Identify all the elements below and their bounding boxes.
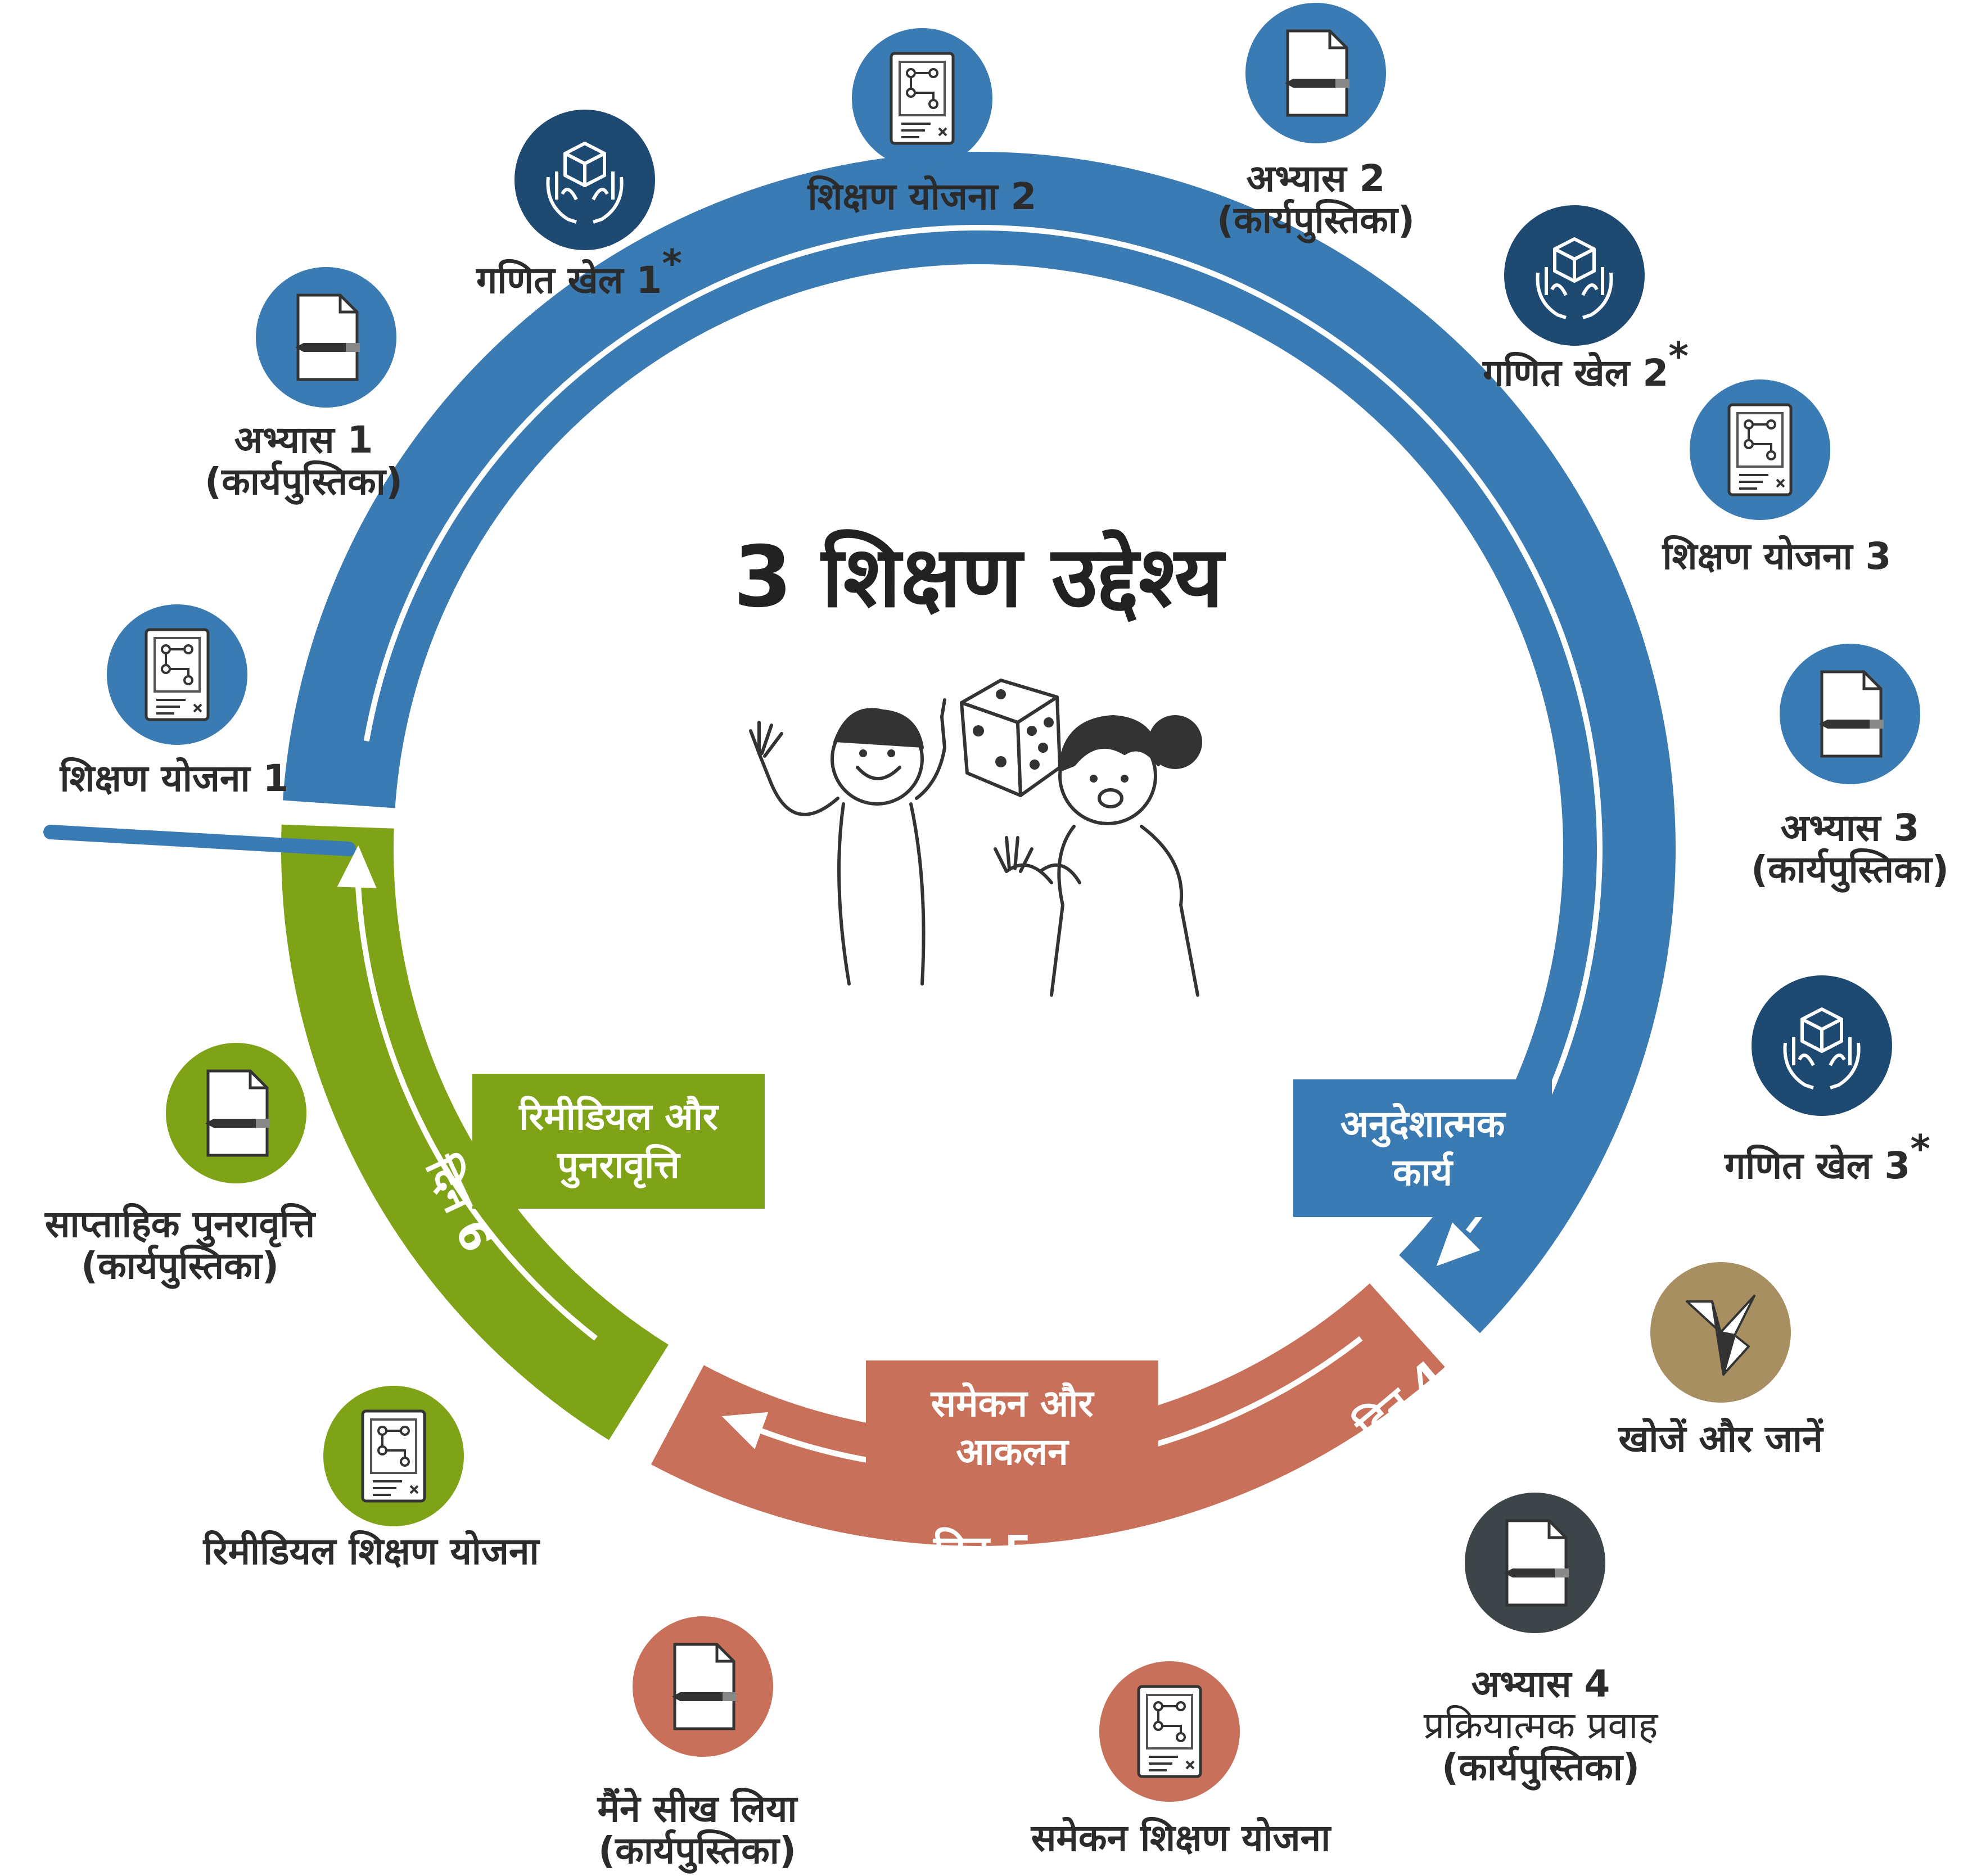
- day-5-label: दिन 5: [933, 1527, 1033, 1575]
- activity-title: गणित खेल 2*: [1483, 334, 1689, 395]
- math-game-icon: [1752, 975, 1892, 1116]
- math-game-icon: [1504, 205, 1645, 346]
- activity-title: रिमीडियल शिक्षण योजना: [203, 1530, 539, 1574]
- activity-title: साप्ताहिक पुनरावृत्ति: [44, 1203, 315, 1246]
- start-line: [43, 825, 356, 856]
- activity-subtitle: (कार्यपुस्तिका): [1441, 1745, 1640, 1789]
- remedial-inner-line: [354, 870, 598, 1341]
- math-game-2-label: गणित खेल 2*: [1483, 334, 1689, 395]
- practice-1-label: अभ्यास 1(कार्यपुस्तिका): [205, 419, 403, 503]
- activity-subtitle: (कार्यपुस्तिका): [598, 1829, 797, 1872]
- lesson-plan-icon: [107, 604, 247, 745]
- day-5-arrow: [721, 1412, 769, 1449]
- activity-title: अभ्यास 3: [1780, 806, 1920, 850]
- optional-marker: *: [1910, 1127, 1930, 1172]
- worksheet-icon: [1780, 644, 1920, 784]
- math-game-3-label: गणित खेल 3*: [1725, 1127, 1930, 1188]
- consolidation-ring-band: [651, 1283, 1445, 1546]
- lesson-plan-1-label: शिक्षण योजना 1: [60, 758, 289, 799]
- consolidation-phase-label: समेकन और आकलन: [931, 1382, 1094, 1473]
- consolidation-plan-label: समेकन शिक्षण योजना: [1031, 1818, 1330, 1859]
- activity-title: अभ्यास 2: [1246, 157, 1385, 201]
- remedial-phase-box: रिमीडियल और पुनरावृत्ति: [472, 1074, 765, 1209]
- diagram-title: 3 शिक्षण उद्देश्य: [733, 528, 1224, 626]
- explore-label: खोजें और जानें: [1618, 1418, 1822, 1460]
- activity-title: मैंने सीख लिया: [597, 1787, 797, 1831]
- instructional-inner-line: [363, 225, 1603, 1233]
- worksheet-icon: [1465, 1493, 1605, 1633]
- lesson-plan-icon: [1690, 379, 1830, 520]
- instructional-phase-label: अनुदेशात्मक कार्य: [1340, 1102, 1505, 1194]
- practice-3-label: अभ्यास 3(कार्यपुस्तिका): [1751, 807, 1949, 890]
- remedial-plan-label: रिमीडियल शिक्षण योजना: [203, 1531, 539, 1572]
- origami-bird-icon: [1650, 1262, 1791, 1403]
- day-4-arrow: [1436, 1222, 1481, 1267]
- lesson-plan-2-label: शिक्षण योजना 2: [808, 176, 1037, 218]
- activity-title: गणित खेल 1*: [476, 241, 682, 302]
- activity-title: अभ्यास 4: [1471, 1662, 1610, 1706]
- activity-title: खोजें और जानें: [1618, 1417, 1823, 1461]
- worksheet-icon: [1245, 3, 1386, 143]
- activity-subtitle: (कार्यपुस्तिका): [80, 1244, 279, 1287]
- optional-marker: *: [662, 241, 682, 286]
- consolidation-phase-box: समेकन और आकलन: [866, 1360, 1158, 1495]
- day-6-arrow: [337, 845, 377, 888]
- practice-2-label: अभ्यास 2(कार्यपुस्तिका): [1217, 158, 1415, 241]
- activity-subtitle: (कार्यपुस्तिका): [1216, 198, 1415, 242]
- activity-title: शिक्षण योजना 2: [807, 175, 1037, 219]
- activity-title: शिक्षण योजना 1: [60, 757, 289, 801]
- children-with-dice-illustration: [749, 679, 1202, 997]
- lesson-plan-icon: [323, 1386, 464, 1526]
- weekly-review-label: साप्ताहिक पुनरावृत्ति(कार्यपुस्तिका): [45, 1204, 315, 1287]
- activity-subtitle: प्रक्रियात्मक प्रवाह: [1423, 1704, 1658, 1748]
- worksheet-icon: [633, 1616, 773, 1757]
- i-learned-label: मैंने सीख लिया(कार्यपुस्तिका): [598, 1788, 797, 1872]
- remedial-phase-label: रिमीडियल और पुनरावृत्ति: [519, 1095, 718, 1187]
- lesson-plan-icon: [1099, 1661, 1240, 1802]
- lesson-plan-icon: [852, 28, 992, 169]
- activity-subtitle: (कार्यपुस्तिका): [1750, 848, 1949, 891]
- activity-title: गणित खेल 3*: [1725, 1127, 1930, 1187]
- math-game-icon: [514, 110, 655, 250]
- optional-marker: *: [1668, 334, 1689, 379]
- activity-title: शिक्षण योजना 3: [1662, 535, 1892, 578]
- activity-subtitle: (कार्यपुस्तिका): [204, 460, 403, 503]
- lesson-plan-3-label: शिक्षण योजना 3: [1663, 536, 1892, 577]
- remedial-ring-band: [281, 824, 669, 1440]
- math-game-1-label: गणित खेल 1*: [476, 241, 682, 302]
- activity-title: समेकन शिक्षण योजना: [1031, 1816, 1331, 1860]
- worksheet-icon: [166, 1043, 306, 1183]
- instructional-phase-box: अनुदेशात्मक कार्य: [1293, 1079, 1552, 1217]
- activity-title: अभ्यास 1: [234, 418, 373, 462]
- worksheet-icon: [256, 267, 396, 408]
